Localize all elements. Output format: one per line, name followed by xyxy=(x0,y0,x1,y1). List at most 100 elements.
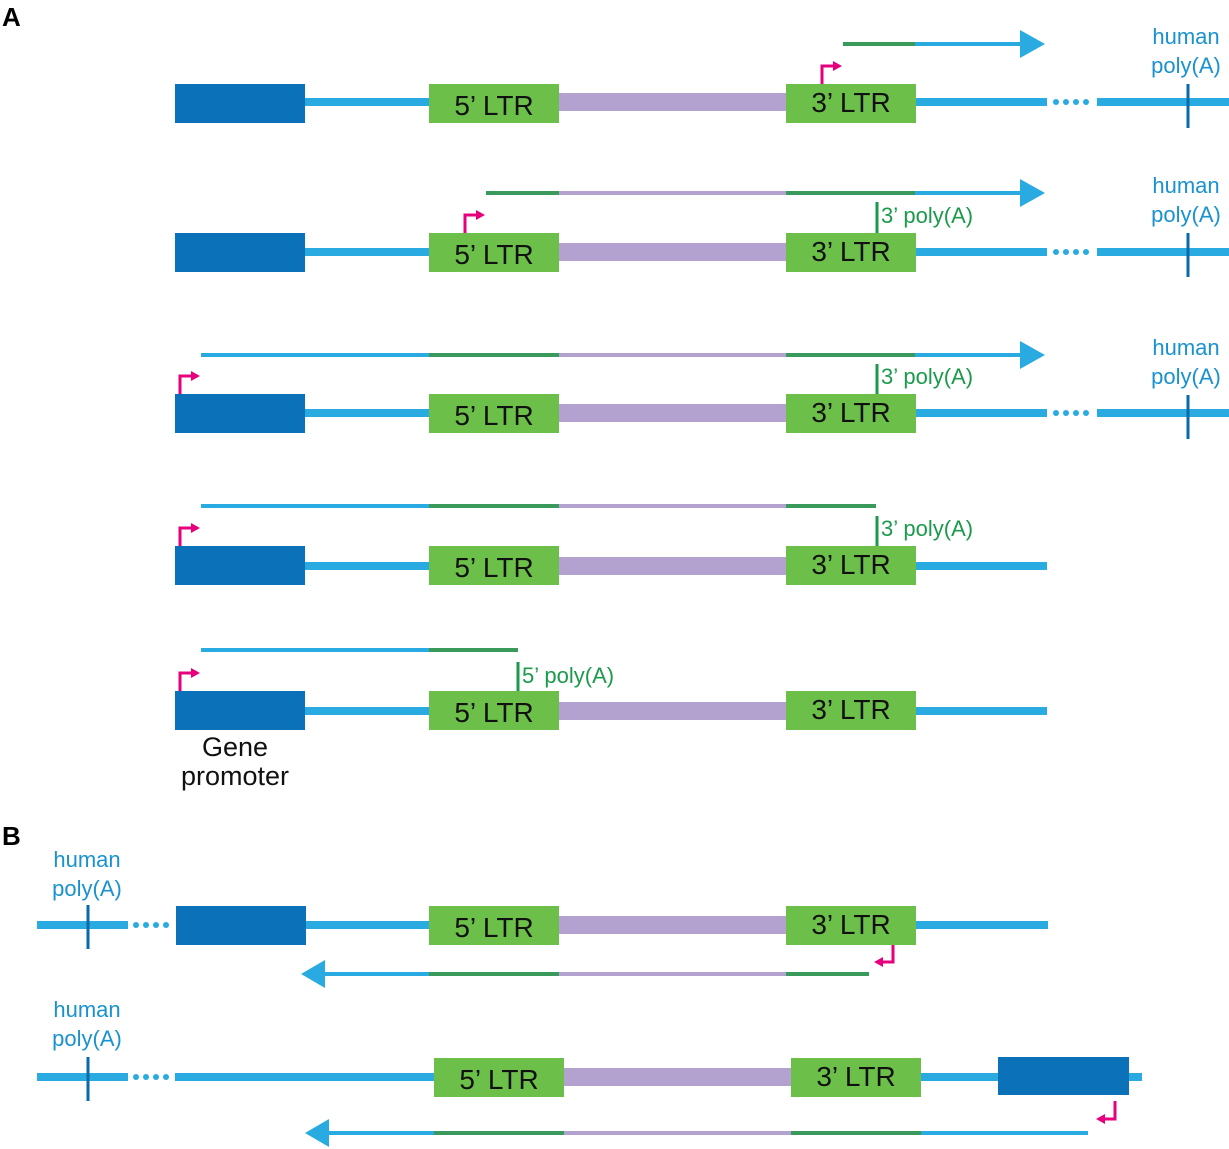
promoter-label: promoter xyxy=(181,761,289,791)
ellipsis-dot xyxy=(163,1074,169,1080)
ltr5-box xyxy=(429,394,559,433)
panel-label-a: A xyxy=(2,2,21,32)
polyA5-label: 5’ poly(A) xyxy=(522,663,614,688)
polyA-label: poly(A) xyxy=(1151,364,1221,389)
ellipsis-dots-icon xyxy=(133,922,139,928)
arrowhead-icon xyxy=(301,960,325,988)
promoter-arrow-head xyxy=(191,668,200,678)
promoter-arrow-icon xyxy=(178,526,192,546)
polyA-label: poly(A) xyxy=(52,876,122,901)
row-1: human poly(A) 5’ LTR 3’ LTR xyxy=(175,24,1229,128)
promoter-arrow-icon xyxy=(1104,1101,1117,1121)
polyA3-label: 3’ poly(A) xyxy=(881,203,973,228)
internal-region xyxy=(559,93,786,111)
internal-region xyxy=(559,916,786,934)
ellipsis-dot xyxy=(1063,99,1069,105)
row-3: human poly(A) 3’ poly(A) 5’ LTR 3’ LTR xyxy=(175,335,1229,439)
ltr3-label: 3’ LTR xyxy=(811,694,890,725)
human-label: human xyxy=(1152,24,1219,49)
internal-region xyxy=(559,557,786,575)
ltr5-box xyxy=(429,233,559,272)
gene-block xyxy=(175,233,305,272)
ellipsis-dot xyxy=(153,922,159,928)
ltr5-label: 5’ LTR xyxy=(454,697,533,728)
arrowhead-icon xyxy=(1020,179,1045,207)
ltr3-label: 3’ LTR xyxy=(811,909,890,940)
internal-region xyxy=(564,1068,791,1086)
arrowhead-icon xyxy=(1020,30,1045,58)
human-label: human xyxy=(1152,335,1219,360)
ellipsis-dot xyxy=(1073,249,1079,255)
gene-block xyxy=(998,1057,1129,1095)
gene-block xyxy=(175,546,305,585)
polyA-label: poly(A) xyxy=(1151,202,1221,227)
ltr5-label: 5’ LTR xyxy=(459,1064,538,1095)
ellipsis-dots-icon xyxy=(1053,249,1059,255)
arrowhead-icon xyxy=(305,1119,329,1147)
polyA-label: poly(A) xyxy=(1151,53,1221,78)
internal-region xyxy=(559,243,786,261)
ltr5-label: 5’ LTR xyxy=(454,912,533,943)
ltr5-label: 5’ LTR xyxy=(454,400,533,431)
ellipsis-dot xyxy=(1073,99,1079,105)
promoter-arrow-icon xyxy=(463,213,477,233)
ellipsis-dots-icon xyxy=(1053,410,1059,416)
ltr3-box xyxy=(786,233,916,272)
ltr3-label: 3’ LTR xyxy=(811,236,890,267)
row-4: 3’ poly(A) 5’ LTR 3’ LTR xyxy=(175,504,1047,585)
internal-region xyxy=(559,404,786,422)
promoter-arrow-head xyxy=(191,371,200,381)
ltr3-label: 3’ LTR xyxy=(816,1061,895,1092)
gene-label: Gene xyxy=(202,732,268,762)
panel-label-b: B xyxy=(2,821,21,851)
human-label: human xyxy=(53,847,120,872)
promoter-arrow-head xyxy=(874,957,883,967)
ltr5-box xyxy=(429,546,559,585)
ellipsis-dot xyxy=(153,1074,159,1080)
gene-block xyxy=(175,691,305,730)
promoter-arrow-icon xyxy=(882,945,895,964)
promoter-arrow-icon xyxy=(820,64,834,84)
ellipsis-dot xyxy=(163,922,169,928)
promoter-arrow-head xyxy=(191,523,200,533)
ellipsis-dot xyxy=(143,922,149,928)
ltr3-box xyxy=(786,906,916,945)
row-b1: human poly(A) 5’ LTR 3’ LTR xyxy=(37,847,1048,988)
ellipsis-dot xyxy=(1083,99,1089,105)
ltr5-label: 5’ LTR xyxy=(454,90,533,121)
ltr5-box xyxy=(434,1058,564,1097)
ltr3-label: 3’ LTR xyxy=(811,87,890,118)
ellipsis-dot xyxy=(1063,249,1069,255)
ellipsis-dot xyxy=(1083,249,1089,255)
internal-region xyxy=(559,702,786,720)
ltr3-box xyxy=(786,394,916,433)
gene-block xyxy=(175,394,305,433)
ltr3-box xyxy=(786,546,916,585)
row-b2: human poly(A) 5’ LTR 3’ LTR xyxy=(37,997,1142,1147)
ellipsis-dots-icon xyxy=(133,1074,139,1080)
polyA-label: poly(A) xyxy=(52,1026,122,1051)
polyA3-label: 3’ poly(A) xyxy=(881,364,973,389)
promoter-arrow-icon xyxy=(178,671,192,691)
polyA3-label: 3’ poly(A) xyxy=(881,516,973,541)
promoter-arrow-head xyxy=(476,210,485,220)
ellipsis-dots-icon xyxy=(1053,99,1059,105)
row-2: human poly(A) 3’ poly(A) 5’ LTR 3’ LTR xyxy=(175,173,1229,277)
promoter-arrow-head xyxy=(1096,1114,1105,1124)
gene-block xyxy=(175,84,305,123)
promoter-arrow-head xyxy=(833,61,842,71)
human-label: human xyxy=(1152,173,1219,198)
ltr3-label: 3’ LTR xyxy=(811,397,890,428)
ltr5-box xyxy=(429,906,559,945)
promoter-arrow-icon xyxy=(178,374,192,394)
ltr3-label: 3’ LTR xyxy=(811,549,890,580)
row-5: 5’ poly(A) 5’ LTR 3’ LTR Gene promoter xyxy=(175,648,1047,791)
ltr5-box xyxy=(429,691,559,730)
ellipsis-dot xyxy=(1083,410,1089,416)
gene-block xyxy=(176,906,306,945)
human-label: human xyxy=(53,997,120,1022)
ltr5-box xyxy=(429,84,559,123)
ltr5-label: 5’ LTR xyxy=(454,239,533,270)
ltr5-label: 5’ LTR xyxy=(454,552,533,583)
